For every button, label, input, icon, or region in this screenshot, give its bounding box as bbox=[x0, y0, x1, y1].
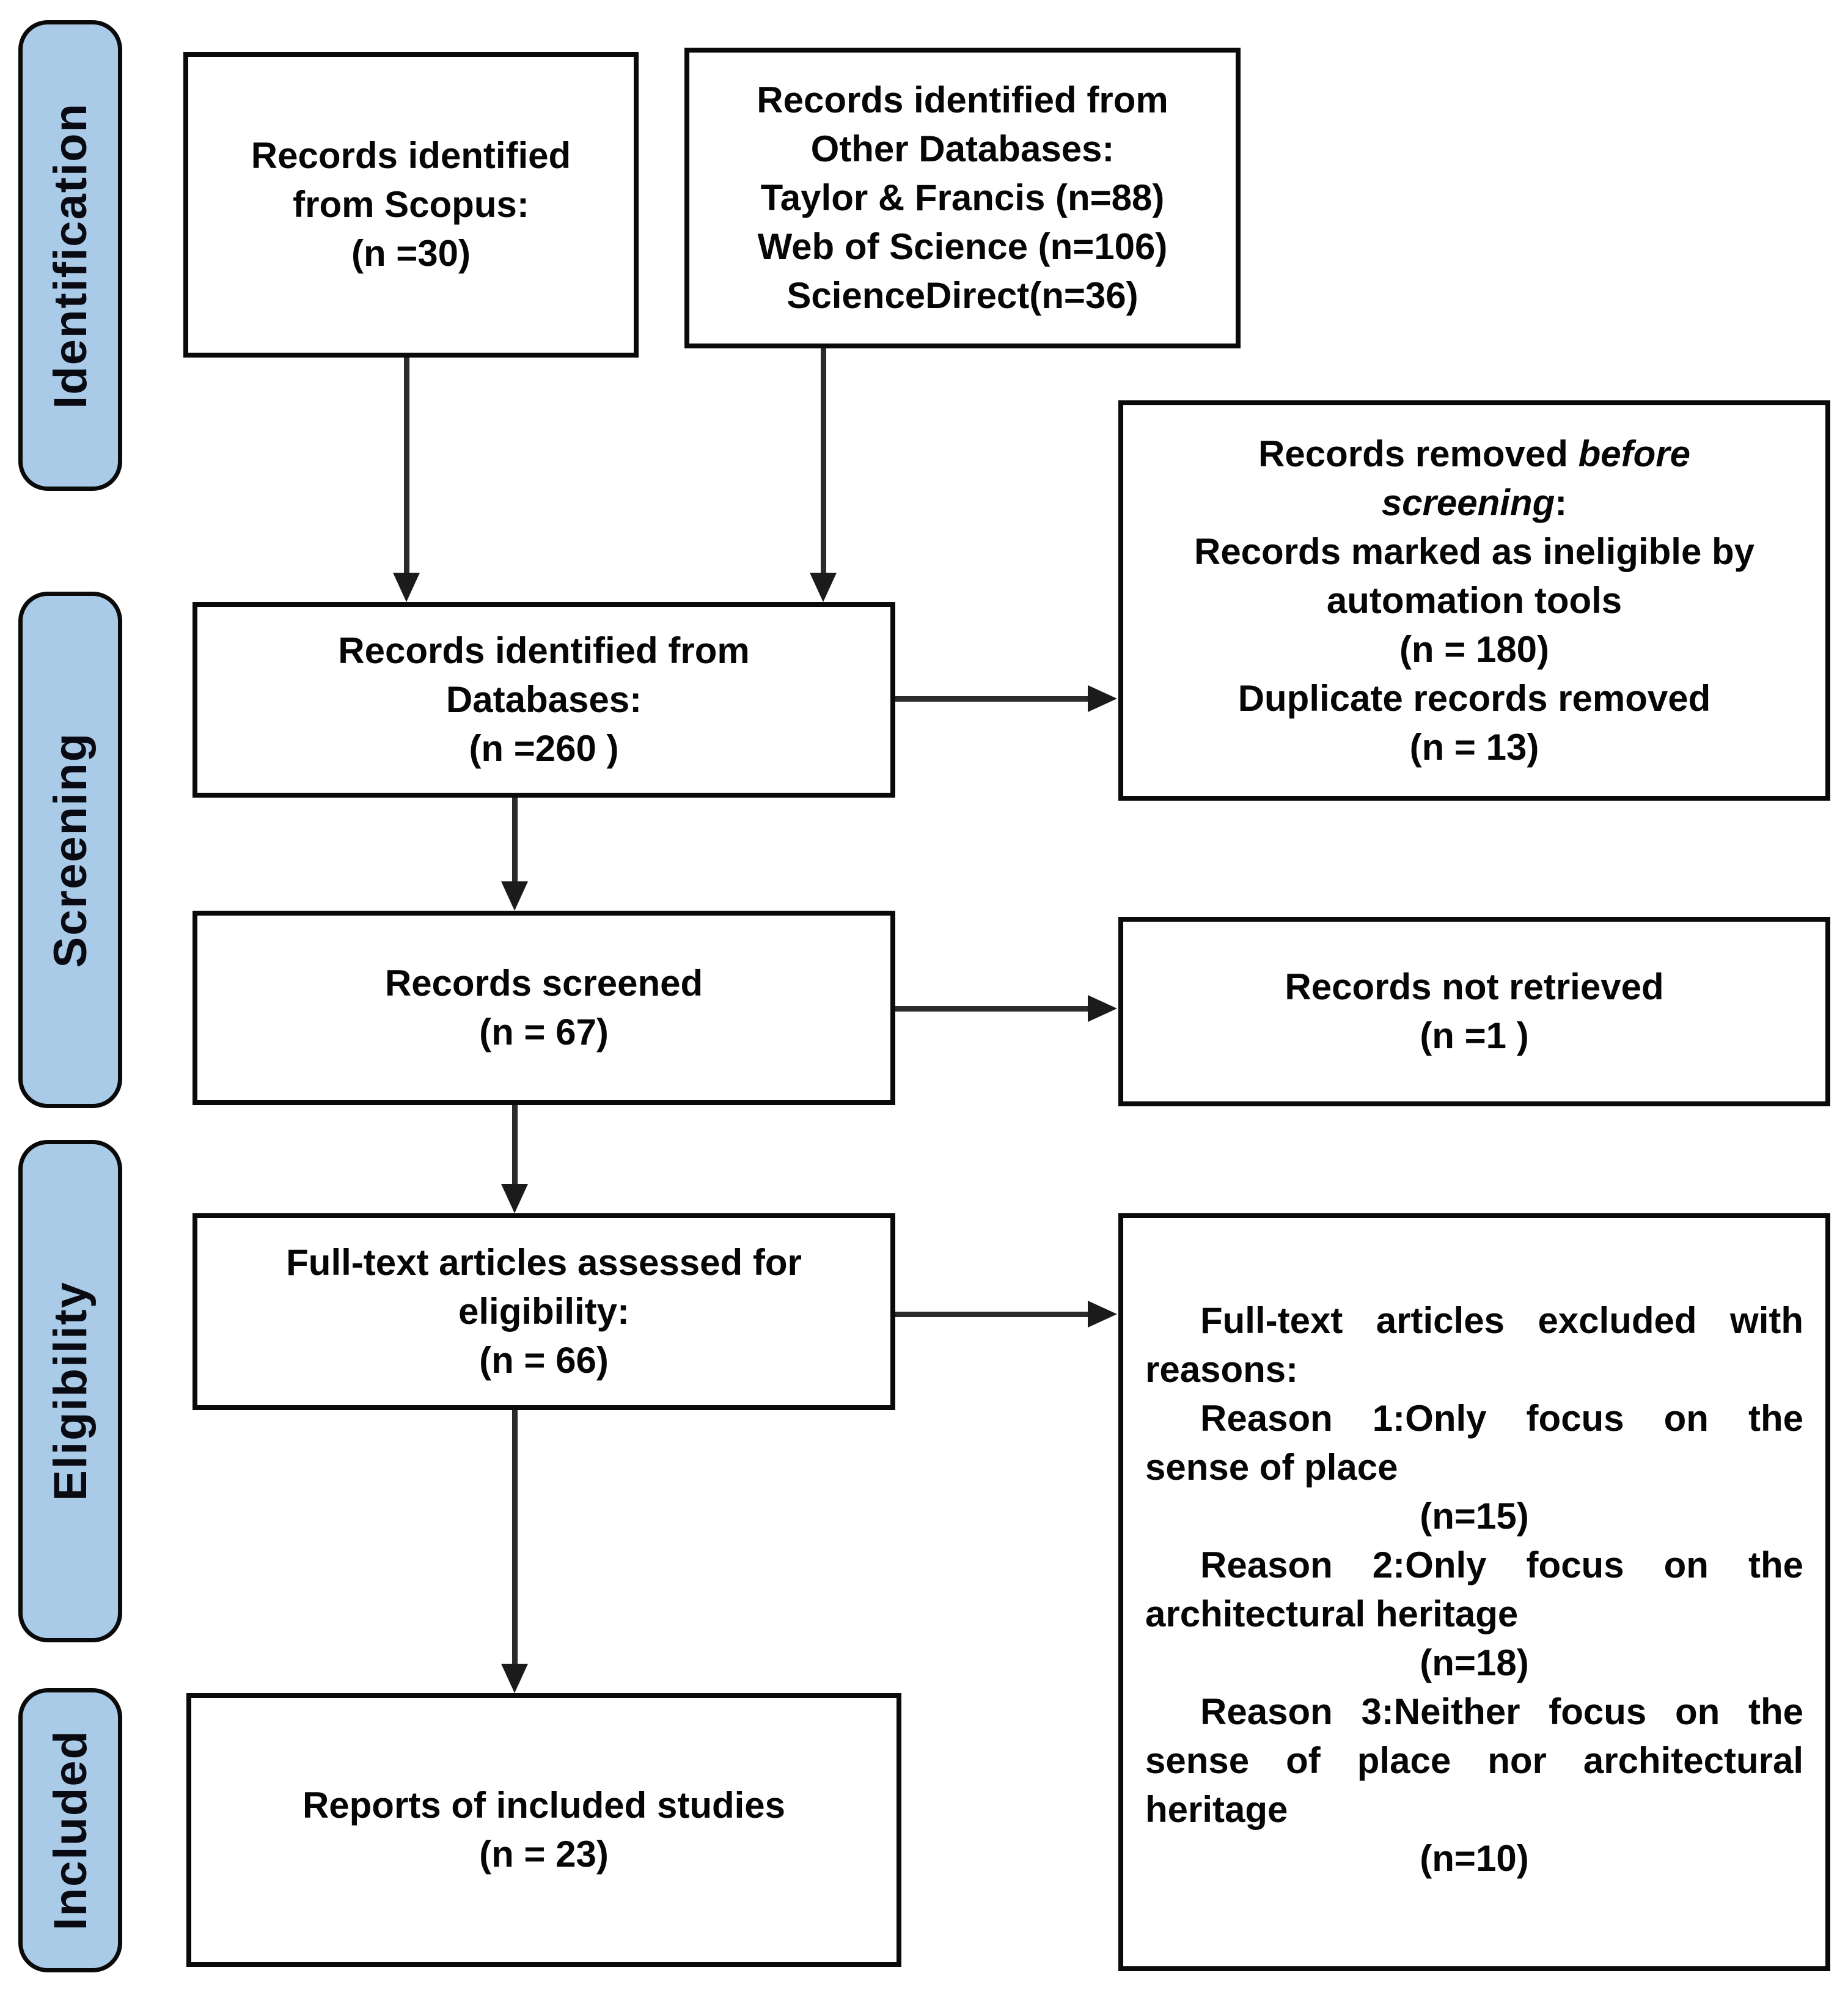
box-line: sense of place bbox=[1145, 1447, 1398, 1488]
box-records-identified-other-databases: Records identified from Other Databases:… bbox=[684, 48, 1241, 348]
box-line: (n=15) bbox=[1420, 1496, 1529, 1537]
box-line: Records identified from bbox=[338, 630, 750, 671]
box-records-identified-databases: Records identified from Databases: (n =2… bbox=[193, 602, 895, 798]
box-line: sense of place nor architectural bbox=[1145, 1740, 1803, 1781]
arrow-fulltext-to-reports-line bbox=[512, 1410, 518, 1666]
box-line: screening: bbox=[1381, 482, 1568, 523]
box-line: (n =1 ) bbox=[1420, 1015, 1529, 1056]
box-records-identified-scopus: Records identified from Scopus: (n =30) bbox=[183, 52, 639, 358]
box-line: Reports of included studies bbox=[302, 1785, 786, 1826]
box-line: Records identified from bbox=[757, 79, 1168, 120]
box-line: (n=18) bbox=[1420, 1642, 1529, 1683]
box-line: (n =30) bbox=[351, 233, 471, 274]
arrow-fulltext-to-excluded-head bbox=[1088, 1301, 1117, 1328]
box-line: Databases: bbox=[446, 679, 642, 720]
box-fulltext-assessed: Full-text articles assessed for eligibil… bbox=[193, 1213, 895, 1410]
arrow-databases-to-removed-head bbox=[1088, 685, 1117, 712]
arrow-databases-to-screened-head bbox=[501, 881, 528, 911]
arrow-otherdb-to-databases-line bbox=[821, 348, 826, 575]
box-line: (n = 180) bbox=[1399, 628, 1550, 670]
box-line: Taylor & Francis (n=88) bbox=[760, 177, 1165, 218]
box-line: Web of Science (n=106) bbox=[757, 226, 1168, 267]
box-line: architectural heritage bbox=[1145, 1593, 1519, 1634]
box-records-not-retrieved: Records not retrieved (n =1 ) bbox=[1118, 917, 1830, 1106]
box-line: Records screened bbox=[384, 963, 703, 1004]
box-line: eligibility: bbox=[458, 1291, 630, 1332]
box-line: (n = 66) bbox=[479, 1340, 609, 1381]
arrow-databases-to-removed-line bbox=[895, 696, 1091, 702]
box-line: (n =260 ) bbox=[469, 728, 619, 769]
box-line: (n=10) bbox=[1420, 1838, 1529, 1879]
box-line: (n = 67) bbox=[479, 1012, 609, 1053]
arrow-screened-to-fulltext-line bbox=[512, 1105, 518, 1186]
box-line: Records identified bbox=[251, 135, 571, 176]
box-line: Full-text articles excluded with bbox=[1200, 1300, 1803, 1341]
box-records-screened: Records screened (n = 67) bbox=[193, 911, 895, 1105]
box-line: (n = 23) bbox=[479, 1834, 609, 1875]
arrow-screened-to-notretrieved-line bbox=[895, 1006, 1091, 1012]
box-line: Other Databases: bbox=[810, 128, 1115, 169]
arrow-fulltext-to-reports-head bbox=[501, 1664, 528, 1693]
stage-included-label: Included bbox=[44, 1730, 97, 1931]
stage-included: Included bbox=[18, 1688, 122, 1972]
box-line: Records not retrieved bbox=[1285, 966, 1664, 1007]
arrow-screened-to-notretrieved-head bbox=[1088, 995, 1117, 1022]
stage-identification-label: Identification bbox=[44, 102, 97, 409]
box-line: Duplicate records removed bbox=[1238, 677, 1711, 719]
arrow-otherdb-to-databases-head bbox=[810, 573, 837, 602]
stage-eligibility: Eligibility bbox=[18, 1140, 122, 1642]
arrow-databases-to-screened-line bbox=[512, 798, 518, 884]
box-line: heritage bbox=[1145, 1789, 1288, 1830]
stage-eligibility-label: Eligibility bbox=[44, 1281, 97, 1501]
arrow-scopus-to-databases-head bbox=[393, 573, 420, 602]
box-records-removed-before-screening: Records removed before screening: Record… bbox=[1118, 400, 1830, 801]
stage-identification: Identification bbox=[18, 20, 122, 491]
box-line: (n = 13) bbox=[1409, 726, 1539, 768]
box-line: reasons: bbox=[1145, 1349, 1299, 1390]
box-line: Reason 2:Only focus on the bbox=[1200, 1545, 1803, 1585]
box-line: Reason 1:Only focus on the bbox=[1200, 1398, 1803, 1439]
box-fulltext-excluded: Full-text articles excluded with reasons… bbox=[1118, 1213, 1830, 1971]
box-reports-included: Reports of included studies (n = 23) bbox=[186, 1693, 901, 1967]
arrow-scopus-to-databases-line bbox=[404, 358, 409, 575]
stage-screening: Screening bbox=[18, 592, 122, 1108]
box-line: automation tools bbox=[1326, 579, 1623, 621]
arrow-fulltext-to-excluded-line bbox=[895, 1312, 1091, 1317]
box-line: Records removed before bbox=[1258, 433, 1690, 474]
box-line: Reason 3:Neither focus on the bbox=[1200, 1691, 1803, 1732]
arrow-screened-to-fulltext-head bbox=[501, 1184, 528, 1213]
stage-screening-label: Screening bbox=[44, 732, 97, 968]
box-line: ScienceDirect(n=36) bbox=[787, 275, 1138, 316]
box-line: Full-text articles assessed for bbox=[286, 1242, 802, 1283]
box-line: Records marked as ineligible by bbox=[1194, 531, 1755, 572]
box-line: from Scopus: bbox=[293, 184, 529, 225]
